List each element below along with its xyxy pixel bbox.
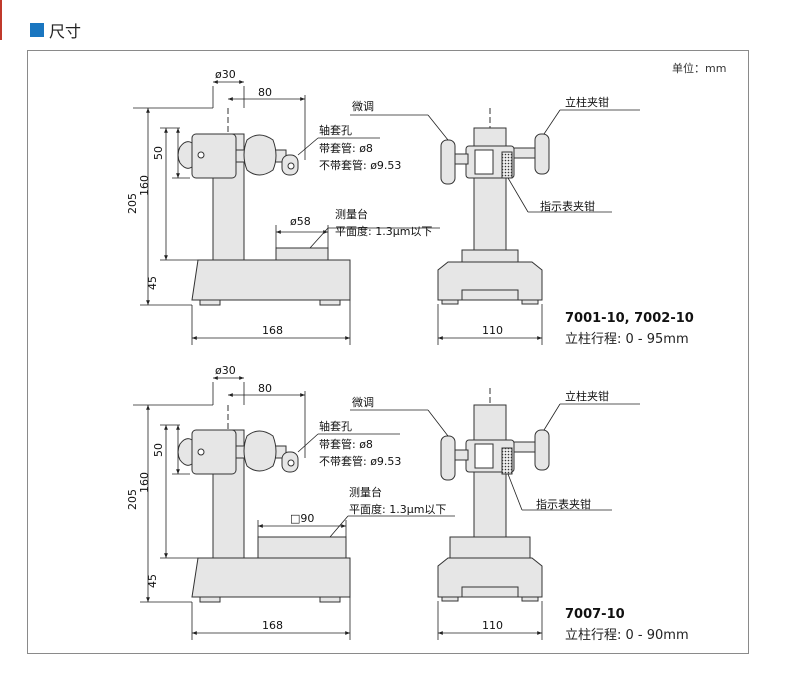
fig2-side-dimensions: [350, 403, 640, 640]
fig1-side-dimensions: [350, 109, 640, 345]
fig1-fine-knob: [440, 139, 456, 185]
fig2-dim-side-w: 110: [482, 619, 503, 632]
fig2-label-hole: 轴套孔: [319, 419, 352, 433]
fig2-side-base: [437, 557, 543, 598]
fig2-measuring-table: [257, 536, 347, 559]
fig2-col-clamp-knob: [534, 429, 550, 471]
fig1-dim-h205: 205: [126, 193, 139, 214]
fig2-label-col-clamp: 立柱夹钳: [565, 389, 609, 403]
fig1-label-table: 测量台: [335, 207, 368, 221]
section-square-icon: [30, 23, 44, 37]
fig2-dim-h50: 50: [152, 443, 165, 457]
fig2-dim-reach: 80: [258, 382, 272, 395]
fig2-front-dim-text: ø30 80 50 160 205 45 168 □90 轴套孔 带套管: ø8…: [126, 364, 446, 632]
fig2-side-text: 110 微调 立柱夹钳 指示表夹钳: [352, 389, 609, 632]
fig2-base: [191, 557, 351, 598]
fig2-label-flatness: 平面度: 1.3μm以下: [349, 502, 446, 516]
section-header: 尺寸: [30, 20, 82, 41]
fig1-dim-dia-col: ø30: [215, 68, 236, 81]
fig1-dim-base-w: 168: [262, 324, 283, 337]
fig1-label-ind-clamp: 指示表夹钳: [540, 199, 595, 213]
fig1-dim-h50: 50: [152, 146, 165, 160]
fig1-travel: 立柱行程: 0 - 95mm: [565, 332, 689, 347]
fig1-front-dimensions: [133, 80, 440, 345]
drawing-frame: [27, 50, 749, 654]
fig1-dim-table: ø58: [290, 215, 311, 228]
unit-label: 单位：mm: [672, 62, 727, 75]
fig2-side-table: [449, 536, 531, 559]
fig2-fine-knob: [440, 435, 456, 481]
fig1-front-dim-text: ø30 80 50 160 205 45 168 ø58 轴套孔 带套管: ø8…: [126, 68, 432, 337]
fig1-side-text: 110 微调 立柱夹钳 指示表夹钳: [352, 95, 609, 337]
fig2-travel: 立柱行程: 0 - 90mm: [565, 628, 689, 643]
fig1-col-clamp-knob: [534, 133, 550, 175]
fig1-dim-reach: 80: [258, 86, 272, 99]
fig2-label-with-sleeve: 带套管: ø8: [319, 437, 373, 451]
fig1-label-without-sleeve: 不带套管: ø9.53: [319, 158, 401, 172]
fig2-front-dimensions: [133, 376, 455, 640]
fig2-dim-h205: 205: [126, 489, 139, 510]
fig2-dim-table: □90: [290, 512, 314, 525]
fig2-label-ind-clamp: 指示表夹钳: [536, 497, 591, 511]
fig1-dim-h45: 45: [146, 276, 159, 290]
fig1-ind-clamp-knurl: [501, 151, 513, 179]
fig1-dim-h160: 160: [138, 175, 151, 196]
fig1-side-base: [437, 261, 543, 301]
fig1-label-hole: 轴套孔: [319, 123, 352, 137]
section-title: 尺寸: [49, 22, 82, 41]
fig2-label-without-sleeve: 不带套管: ø9.53: [319, 454, 401, 468]
fig2-dim-h45: 45: [146, 574, 159, 588]
fig1-left-knob: [177, 141, 193, 169]
fig2-dim-dia-col: ø30: [215, 364, 236, 377]
fig2-label-fine: 微调: [352, 395, 374, 409]
fig2-model-number: 7007-10: [565, 607, 625, 622]
fig1-model-number: 7001-10, 7002-10: [565, 311, 694, 326]
fig1-side-table: [461, 249, 519, 263]
fig1-front-view: [177, 108, 351, 306]
fig1-label-fine: 微调: [352, 99, 374, 113]
fig2-clamp-stem: [513, 441, 537, 453]
fig1-right-knob: [243, 134, 277, 176]
fig2-side-view: [437, 388, 550, 602]
fig1-clamp-stem: [513, 147, 537, 159]
fig1-measuring-table: [275, 247, 329, 261]
fig1-base: [191, 259, 351, 301]
fig1-label-with-sleeve: 带套管: ø8: [319, 141, 373, 155]
fig2-ind-clamp-knurl: [501, 447, 513, 475]
fig1-side-view: [437, 108, 550, 305]
fig1-fine-stem: [453, 153, 469, 165]
fig2-left-knob: [177, 438, 193, 466]
fig2-front-view: [177, 405, 351, 603]
fig2-dim-h160: 160: [138, 472, 151, 493]
fig1-label-col-clamp: 立柱夹钳: [565, 95, 609, 109]
left-accent-rule: [0, 0, 2, 40]
fig1-label-flatness: 平面度: 1.3μm以下: [335, 224, 432, 238]
fig1-dim-side-w: 110: [482, 324, 503, 337]
fig2-right-knob: [243, 430, 277, 472]
fig2-dim-base-w: 168: [262, 619, 283, 632]
fig2-fine-stem: [453, 449, 469, 461]
fig2-label-table: 测量台: [349, 485, 382, 499]
